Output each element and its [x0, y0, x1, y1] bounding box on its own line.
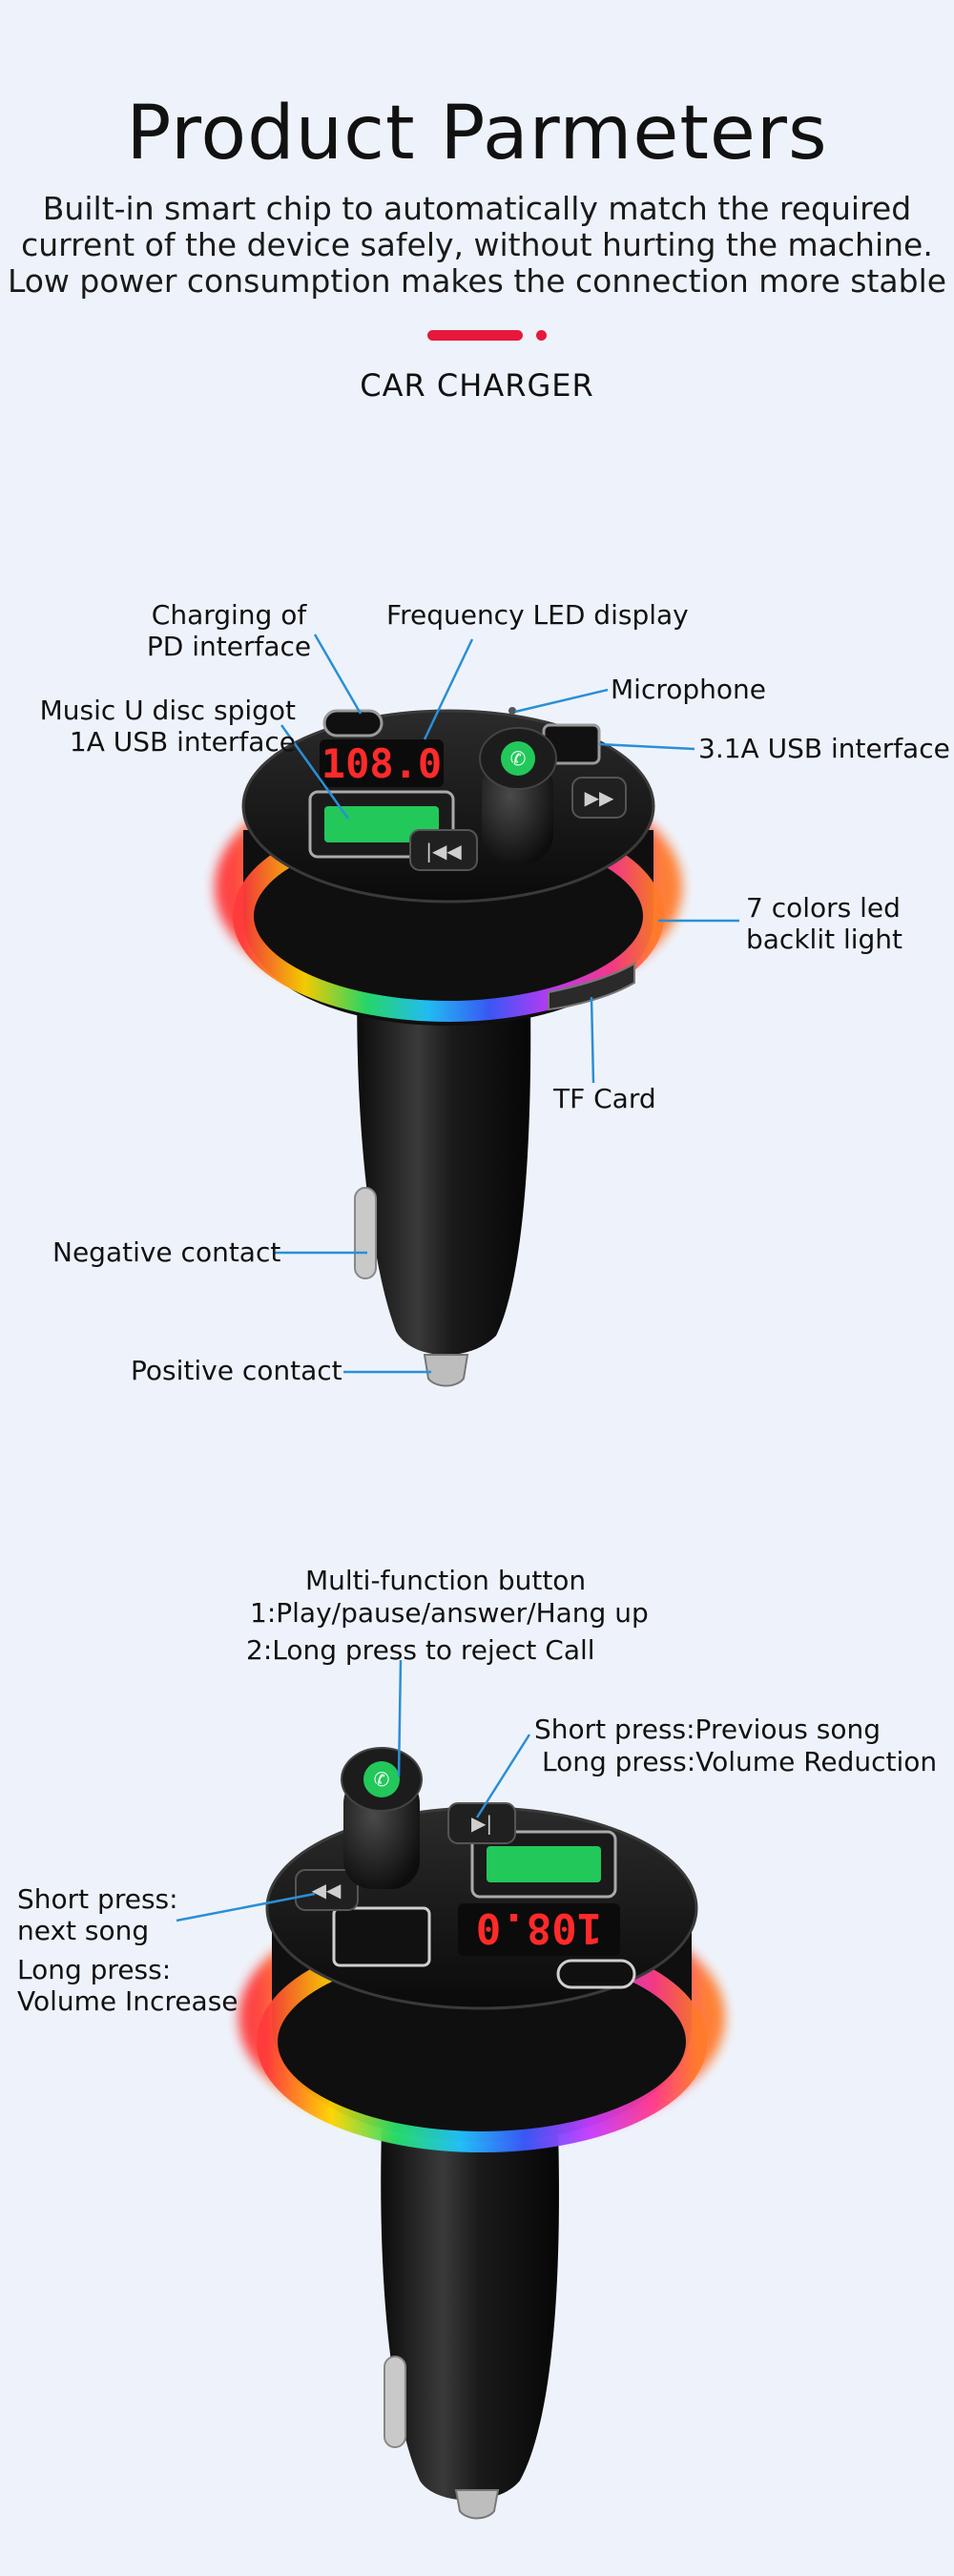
label-positive-contact: Positive contact [131, 1355, 342, 1386]
car-charger-1: 108.0 |◀◀ ▶▶ ✆ [215, 707, 682, 1387]
display-text-2: 108.0 [476, 1903, 602, 1952]
callout-lines-1 [275, 634, 739, 1374]
label-next-short: Short press: next song [17, 1883, 178, 1946]
label-tf-card: TF Card [553, 1083, 656, 1114]
svg-text:▶▶: ▶▶ [585, 786, 614, 809]
subtitle-line-1: Built-in smart chip to automatically mat… [42, 190, 912, 227]
label-charging-pd-line-1: Charging of [151, 599, 307, 631]
label-next-short-line-2: next song [17, 1915, 150, 1946]
label-music-u-disc: Music U disc spigot 1A USB interface [19, 695, 296, 758]
label-music-u-line-2: 1A USB interface [69, 726, 296, 758]
subtitle-line-3: Low power consumption makes the connecti… [7, 262, 947, 300]
label-backlight: 7 colors led backlit light [746, 892, 902, 955]
accent-dot [536, 330, 547, 341]
label-usb-31a: 3.1A USB interface [698, 733, 950, 764]
svg-text:|◀◀: |◀◀ [425, 840, 462, 862]
label-multi-function-2: 2:Long press to reject Call [246, 1634, 595, 1666]
label-next-long-line-2: Volume Increase [17, 1985, 238, 2017]
label-next-long-line-1: Long press: [17, 1954, 172, 1985]
label-negative-contact: Negative contact [52, 1236, 281, 1268]
callout-lines-2 [176, 1659, 531, 1922]
label-charging-pd: Charging of PD interface [138, 599, 320, 662]
page-title: Product Parmeters [126, 91, 828, 177]
label-backlight-line-2: backlit light [746, 924, 903, 955]
label-prev-short: Short press:Previous song [534, 1714, 881, 1745]
section-label: CAR CHARGER [360, 367, 594, 404]
label-multi-function-1: 1:Play/pause/answer/Hang up [250, 1597, 649, 1629]
svg-text:▶|: ▶| [471, 1812, 492, 1835]
label-backlight-line-1: 7 colors led [746, 892, 901, 924]
accent-bar [427, 330, 523, 341]
subtitle-line-2: current of the device safely, without hu… [21, 226, 933, 263]
subtitle: Built-in smart chip to automatically mat… [0, 191, 954, 300]
label-next-short-line-1: Short press: [17, 1883, 178, 1915]
label-charging-pd-line-2: PD interface [146, 631, 312, 662]
label-next-long: Long press: Volume Increase [17, 1954, 238, 2017]
svg-text:✆: ✆ [510, 747, 527, 770]
svg-text:✆: ✆ [374, 1768, 390, 1791]
label-microphone: Microphone [611, 674, 766, 705]
car-charger-2: 108.0 ◀◀ ▶| ✆ [238, 1747, 725, 2520]
label-prev-long: Long press:Volume Reduction [542, 1746, 938, 1777]
display-text-1: 108.0 [321, 740, 442, 787]
label-music-u-line-1: Music U disc spigot [39, 695, 296, 726]
label-frequency-led: Frequency LED display [386, 599, 689, 631]
frequency-display: 108.0 [320, 739, 444, 787]
frequency-display-2: 108.0 [458, 1903, 620, 1956]
svg-text:◀◀: ◀◀ [312, 1879, 342, 1901]
label-multi-function-title: Multi-function button [305, 1565, 587, 1596]
